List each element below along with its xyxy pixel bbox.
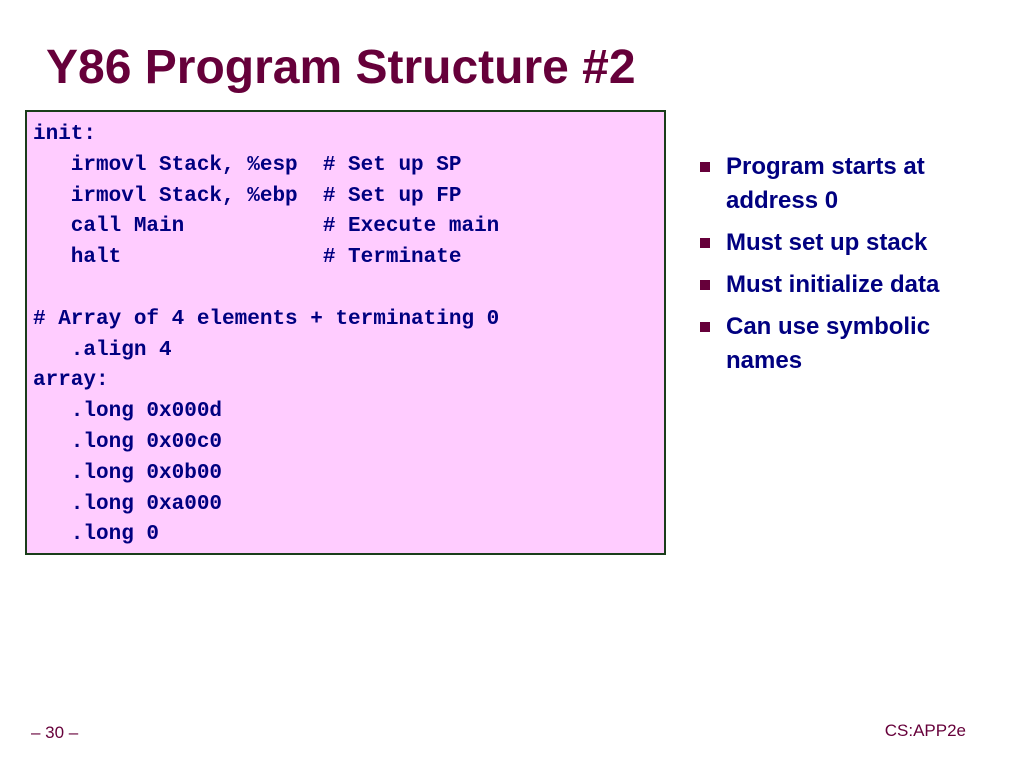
code-line: init: [33,123,97,146]
code-listing: init: irmovl Stack, %esp # Set up SP irm… [33,120,499,551]
bullet-text: Program starts at address 0 [726,153,925,214]
bullet-item: Can use symbolic names [700,310,1000,378]
code-line-blank [33,274,499,305]
code-line: # Array of 4 elements + terminating 0 [33,307,500,331]
code-line: .align 4 [33,338,172,362]
code-line: .long 0x0b00 [33,461,223,485]
square-bullet-icon [700,238,710,248]
code-line: halt # Terminate [33,246,462,270]
code-line: irmovl Stack, %ebp # Set up FP [33,184,462,208]
code-line: .long 0 [33,523,160,547]
bullet-text: Can use symbolic names [726,313,931,374]
bullet-item: Must set up stack [700,226,1000,260]
footer-brand: CS:APP2e [884,721,966,740]
code-line: .long 0xa000 [33,492,223,516]
square-bullet-icon [700,162,710,172]
code-line: .long 0x00c0 [33,430,223,454]
code-line: irmovl Stack, %esp # Set up SP [33,153,462,177]
square-bullet-icon [700,322,710,332]
bullet-text: Must set up stack [726,229,928,256]
bullet-item: Program starts at address 0 [700,150,1000,218]
code-listing-box: init: irmovl Stack, %esp # Set up SP irm… [25,110,666,555]
code-line: array: [33,369,109,393]
bullet-list: Program starts at address 0 Must set up … [700,150,1000,386]
square-bullet-icon [700,280,710,290]
page-number: – 30 – [31,723,79,742]
bullet-item: Must initialize data [700,268,1000,302]
bullet-text: Must initialize data [726,271,940,298]
code-line: .long 0x000d [33,400,223,424]
slide-title: Y86 Program Structure #2 [46,41,636,94]
code-line: call Main # Execute main [33,215,500,239]
